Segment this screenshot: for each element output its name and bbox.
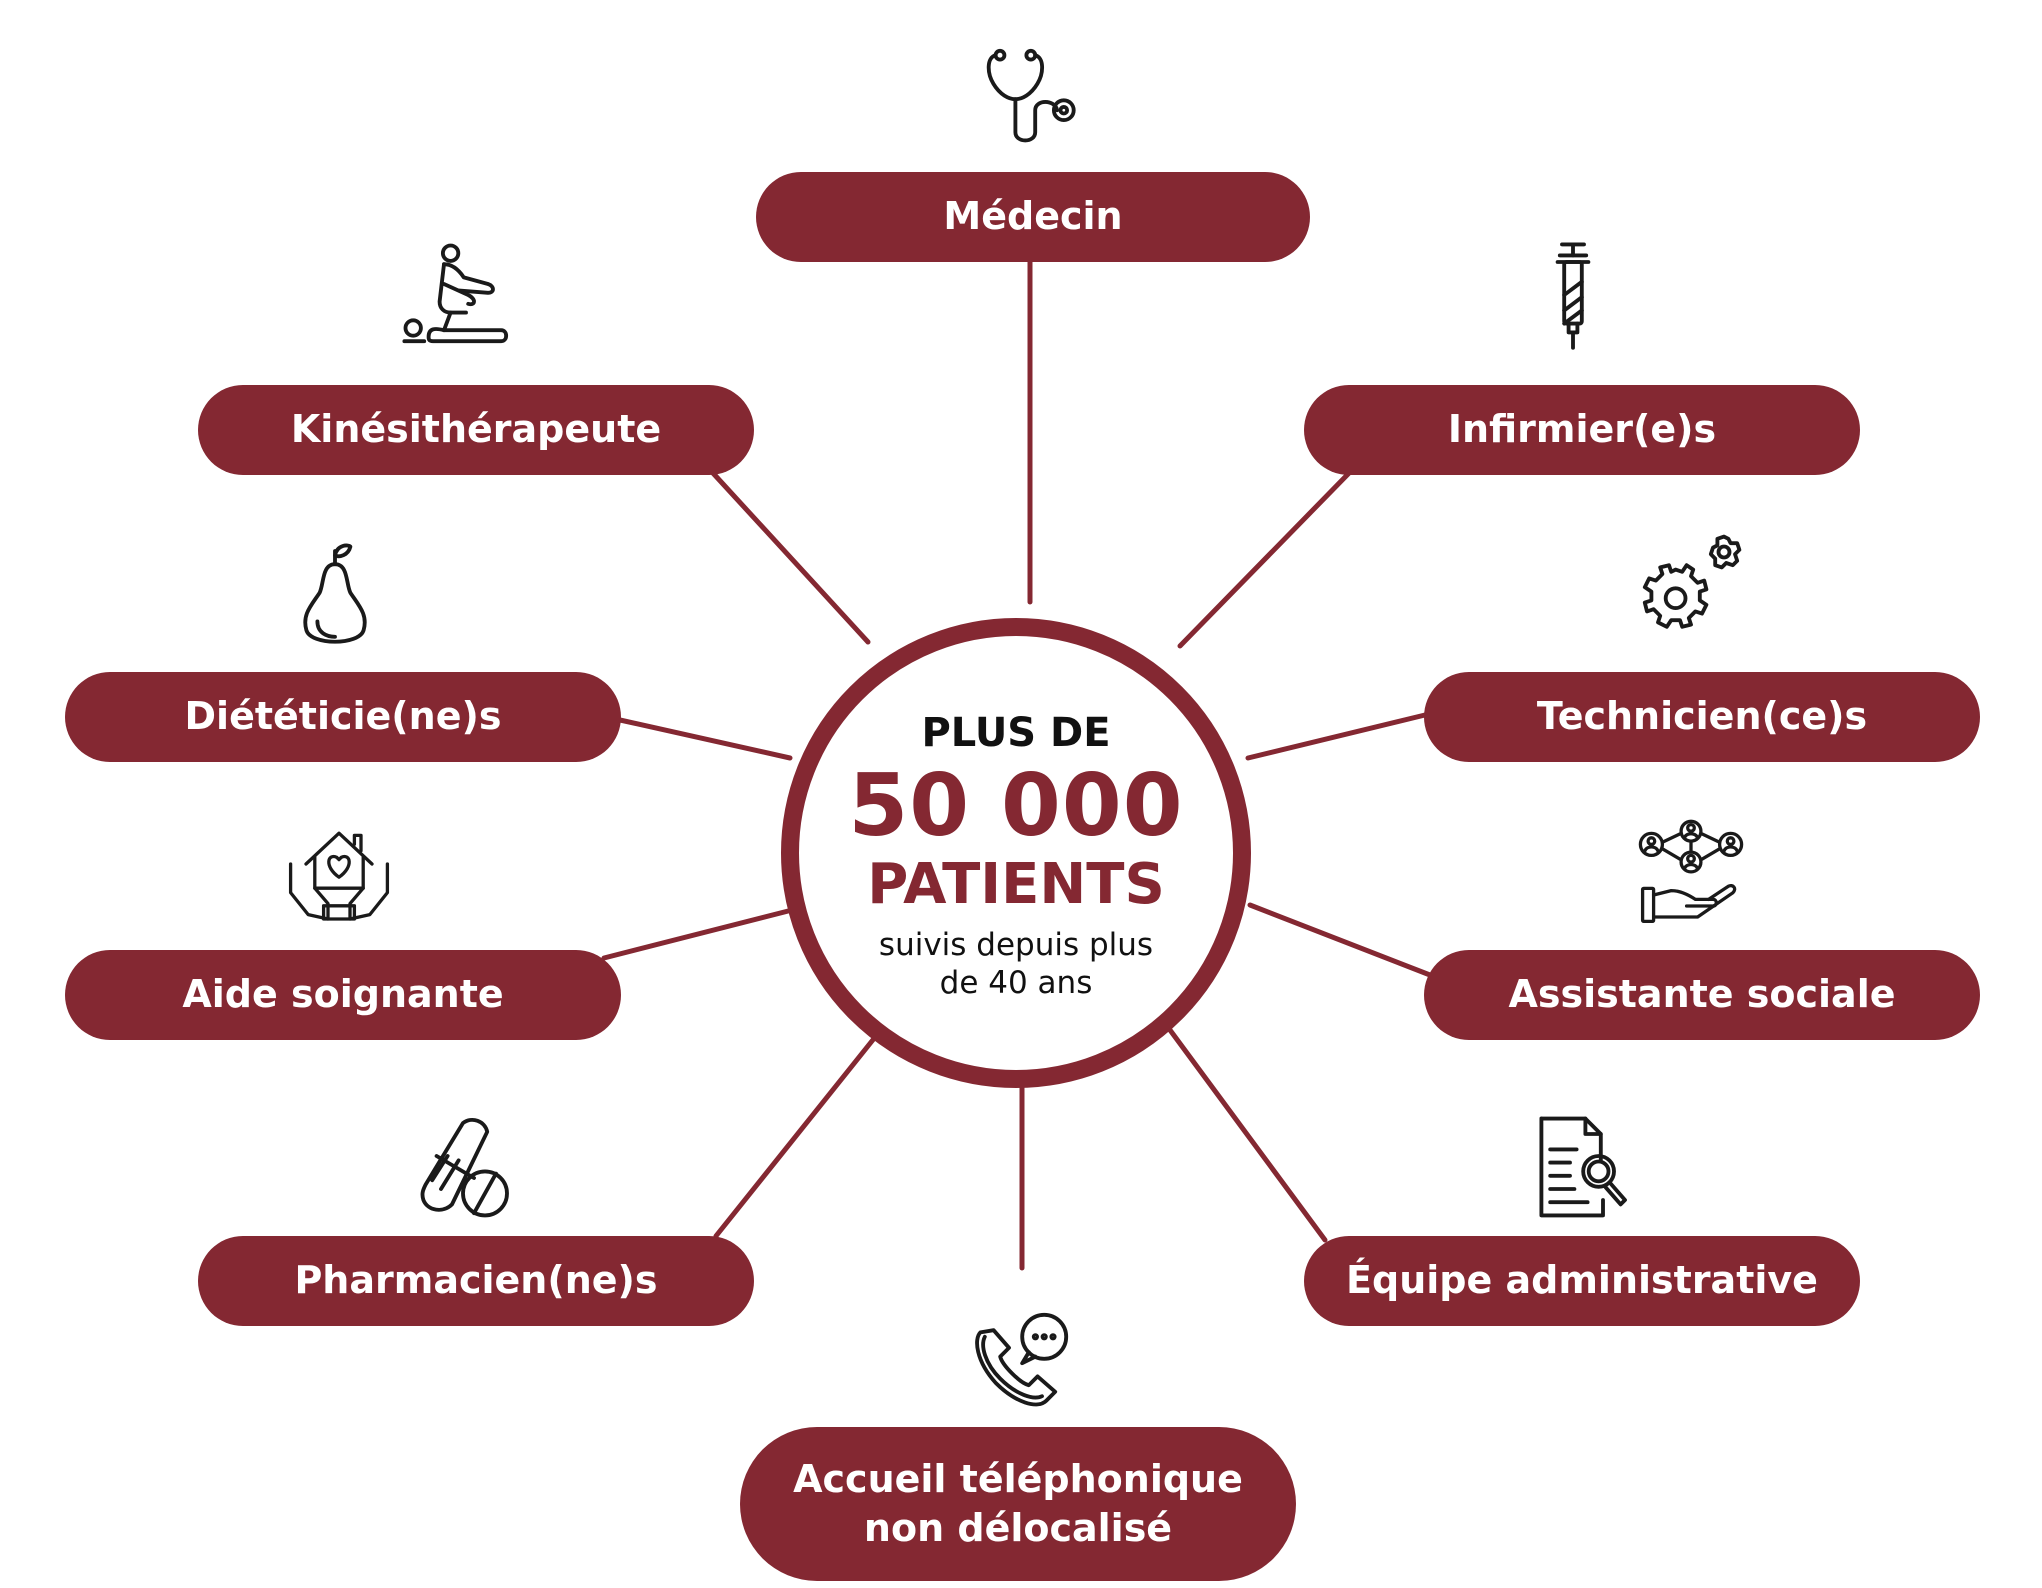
node-administrative: Équipe administrative <box>1304 1236 1860 1326</box>
home-care-icon <box>284 820 394 930</box>
node-medecin: Médecin <box>756 172 1310 262</box>
node-aide-label: Aide soignante <box>182 972 504 1017</box>
node-medecin-label: Médecin <box>943 194 1123 239</box>
pills-icon <box>408 1112 518 1222</box>
node-assistante-label: Assistante sociale <box>1508 972 1896 1017</box>
stethoscope-icon <box>978 42 1088 152</box>
connector-administrative <box>1167 1027 1328 1243</box>
connector-aide <box>601 905 803 961</box>
connector-pharmaciens <box>713 1033 879 1239</box>
center-subtext: suivis depuis plus de 40 ans <box>799 926 1233 1002</box>
node-techniciens-label: Technicien(ce)s <box>1536 694 1868 739</box>
center-subtext-line1: suivis depuis plus <box>878 927 1154 963</box>
center-circle: PLUS DE 50 000 PATIENTS suivis depuis pl… <box>781 618 1251 1088</box>
node-infirmiers-label: Infirmier(e)s <box>1447 407 1717 452</box>
node-accueil-label-line2: non délocalisé <box>863 1506 1173 1550</box>
node-techniciens: Technicien(ce)s <box>1424 672 1980 762</box>
connector-assistante <box>1247 902 1433 978</box>
node-dieteticiens-label: Diététicie(ne)s <box>184 694 502 739</box>
node-aide: Aide soignante <box>65 950 621 1040</box>
document-search-icon <box>1526 1112 1636 1222</box>
center-number: 50 000 <box>848 756 1184 856</box>
node-administrative-label: Équipe administrative <box>1346 1258 1818 1303</box>
node-pharmaciens-label: Pharmacien(ne)s <box>294 1258 658 1303</box>
node-assistante: Assistante sociale <box>1424 950 1980 1040</box>
gears-icon <box>1636 530 1746 640</box>
node-kine: Kinésithérapeute <box>198 385 754 475</box>
node-accueil-label-line1: Accueil téléphonique <box>793 1456 1243 1501</box>
node-infirmiers: Infirmier(e)s <box>1304 385 1860 475</box>
center-patients: PATIENTS <box>867 852 1165 917</box>
center-line1: PLUS DE <box>921 710 1111 756</box>
phone-chat-icon <box>965 1306 1075 1416</box>
syringe-icon <box>1518 240 1628 350</box>
pear-icon <box>280 540 390 650</box>
node-accueil: Accueil téléphonique non délocalisé <box>740 1427 1296 1581</box>
connector-infirmiers <box>1177 467 1355 649</box>
node-kine-label: Kinésithérapeute <box>290 407 662 452</box>
node-dieteticiens: Diététicie(ne)s <box>65 672 621 762</box>
center-subtext-line2: de 40 ans <box>939 965 1093 1001</box>
node-pharmaciens: Pharmacien(ne)s <box>198 1236 754 1326</box>
connector-techniciens <box>1245 712 1428 761</box>
connector-dieteticiens <box>617 717 793 761</box>
connector-kine <box>709 469 871 645</box>
people-network-hand-icon <box>1636 818 1746 928</box>
massage-therapy-icon <box>400 240 510 350</box>
